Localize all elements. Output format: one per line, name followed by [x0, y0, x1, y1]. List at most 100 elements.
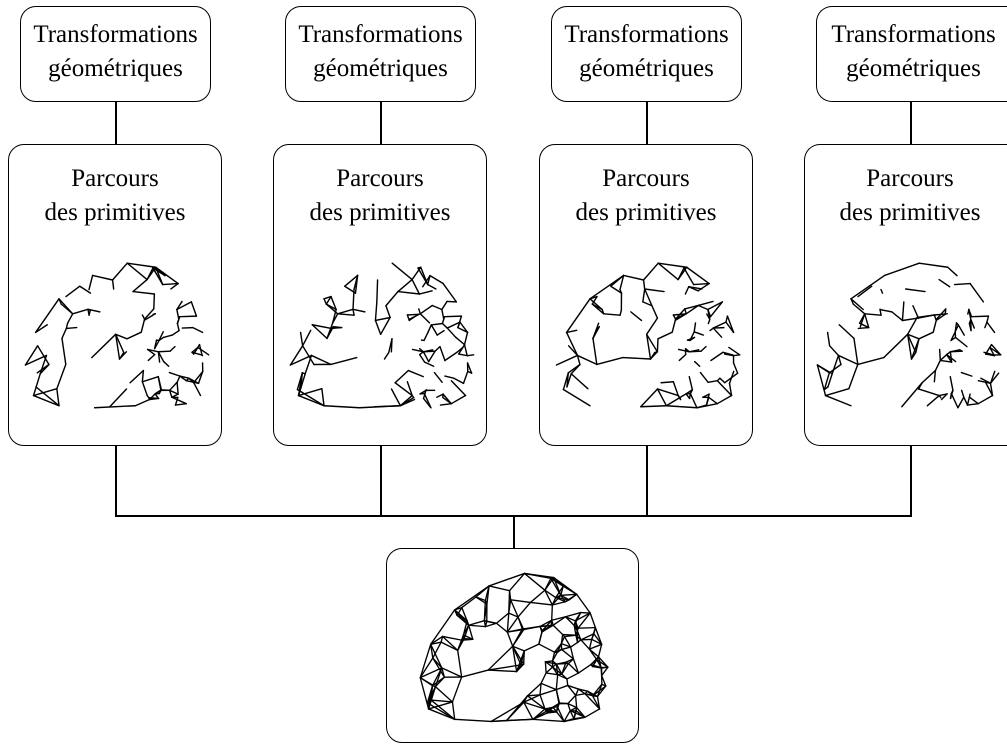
mesh-edge [567, 345, 579, 357]
mesh-edge [323, 298, 328, 305]
mesh-edge [176, 322, 180, 332]
mesh-edge [406, 314, 410, 322]
mesh-edge [566, 372, 570, 388]
mesh-edge [191, 351, 203, 356]
mesh-edge [563, 716, 586, 723]
mesh-edge [569, 646, 575, 660]
mesh-edge [671, 319, 676, 333]
mesh-edge [141, 381, 148, 397]
mesh-edge [441, 635, 459, 652]
mesh-edge [575, 706, 586, 718]
mesh-edge [462, 370, 469, 385]
mesh-edge [831, 354, 840, 375]
mesh-edge [506, 616, 519, 633]
mesh-edge [561, 662, 570, 675]
mesh-edge [989, 346, 995, 356]
mesh-edge [442, 282, 458, 303]
mesh-edge [684, 308, 687, 315]
mesh-edge [580, 633, 595, 641]
merge-down-connector [513, 515, 515, 549]
mesh-edge [36, 345, 50, 366]
mesh-edge [540, 682, 557, 691]
mesh-edge [385, 305, 391, 319]
mesh-edge [590, 659, 598, 666]
mesh-edge [642, 279, 646, 290]
mesh-edge [126, 331, 142, 340]
mesh-edge [953, 282, 971, 286]
mesh-edge [567, 702, 578, 709]
mesh-edge [921, 369, 937, 384]
mesh-edge [588, 643, 603, 650]
mesh-edge [716, 394, 733, 405]
mesh-edge [289, 354, 313, 366]
mesh-edge [453, 377, 465, 385]
mesh-edge [454, 336, 466, 346]
mesh-edge [523, 701, 546, 710]
mesh-edge [468, 624, 474, 641]
mesh-edge [176, 308, 180, 321]
geometric-transformations-box-1: Transformations géométriques [20, 6, 211, 102]
mesh-edge [430, 643, 443, 669]
mesh-edge [858, 322, 870, 329]
mesh-edge [36, 363, 50, 374]
mesh-edge [297, 394, 325, 407]
mesh-edge [880, 288, 884, 294]
mesh-edge [570, 373, 589, 390]
mesh-edge [109, 388, 128, 408]
mesh-edge [450, 394, 467, 405]
mesh-edge [933, 314, 937, 322]
mesh-edge [529, 589, 546, 604]
mesh-edge [453, 718, 492, 723]
mesh-edge [707, 301, 724, 311]
mesh-edge [577, 612, 591, 629]
mesh-edge [960, 389, 965, 398]
mesh-edge [141, 375, 159, 383]
geometric-transformations-label-line2: géométriques [48, 55, 183, 82]
mesh-edge [418, 290, 433, 295]
mesh-edge [419, 667, 443, 679]
mesh-edge [722, 351, 734, 356]
mesh-edge [463, 343, 468, 356]
primitive-traversal-box-2: Parcours des primitives [273, 144, 487, 446]
mesh-edge [450, 380, 467, 397]
mesh-edge [512, 645, 518, 673]
mesh-edge [190, 301, 198, 317]
connector-top-1 [115, 101, 117, 145]
geometric-transformations-label-line2: géométriques [313, 55, 448, 82]
mesh-edge [642, 288, 646, 303]
mesh-edge [466, 362, 473, 374]
mesh-edge [419, 643, 432, 679]
mesh-edge [563, 709, 571, 723]
mesh-edge [506, 631, 514, 647]
mesh-edge [566, 678, 569, 687]
mesh-edge [732, 362, 739, 374]
mesh-edge [712, 321, 727, 329]
mesh-edge [561, 673, 568, 680]
mesh-edge [517, 616, 524, 630]
mesh-edge [446, 327, 457, 338]
mesh-edge [419, 304, 434, 315]
mesh-edge [441, 635, 463, 641]
mesh-edge [555, 354, 579, 366]
mesh-edge [88, 309, 92, 316]
mesh-edge [441, 322, 448, 329]
mesh-edge [828, 345, 840, 357]
mesh-edge [906, 333, 913, 360]
mesh-edge [645, 317, 659, 336]
mesh-edge [430, 322, 444, 326]
mesh-edge [191, 346, 199, 353]
mesh-edge [572, 658, 580, 674]
mesh-edge [426, 283, 437, 290]
mesh-edge [574, 693, 586, 697]
mesh-edge [562, 388, 591, 407]
mesh-edge [442, 393, 452, 405]
mesh-edge [640, 388, 659, 408]
mesh-edge [707, 318, 711, 325]
mesh-edge [168, 389, 179, 395]
mesh-edge [584, 693, 601, 710]
mesh-edge [79, 285, 92, 294]
mesh-edge [468, 620, 486, 626]
mesh-edge [677, 267, 685, 281]
mesh-edge [168, 381, 178, 392]
mesh-edge [566, 672, 580, 680]
